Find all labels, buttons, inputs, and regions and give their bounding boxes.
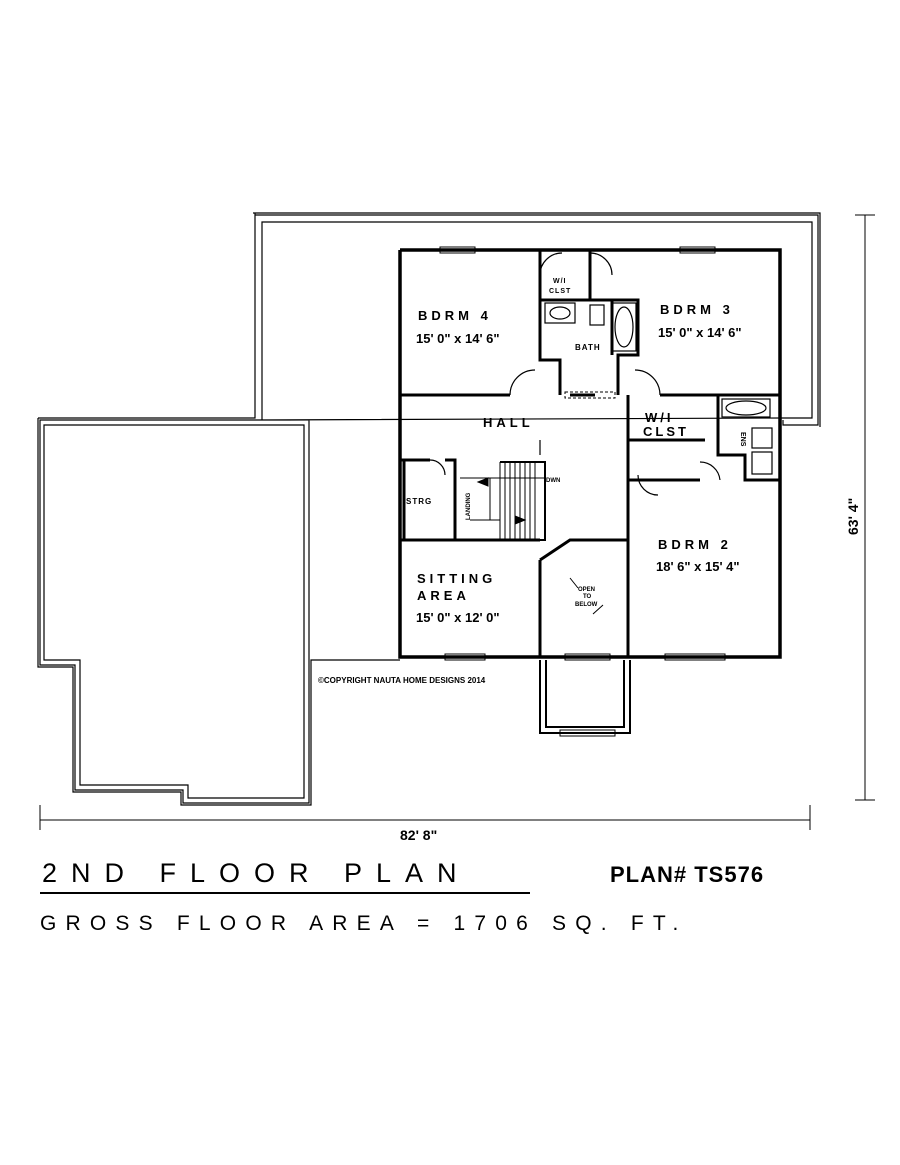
open-below-3: BELOW	[575, 602, 598, 608]
bdrm3-size: 15' 0" x 14' 6"	[658, 325, 742, 340]
stair	[460, 461, 546, 541]
wi-clst-right-1: W/I	[645, 410, 674, 425]
wi-clst-top-2: CLST	[549, 288, 571, 295]
roof-outline	[37, 212, 821, 806]
strg-label: STRG	[406, 497, 432, 506]
ens-label: ENS	[739, 432, 746, 447]
front-bay	[539, 660, 631, 734]
hall-label: HALL	[483, 415, 534, 430]
door-swings	[429, 252, 721, 496]
dimension-width: 82' 8"	[400, 827, 437, 843]
windows	[439, 246, 726, 737]
stair-arrows	[476, 477, 527, 525]
bath-label: BATH	[575, 343, 601, 352]
dimension-lines	[39, 214, 875, 830]
dwn-label: DWN	[546, 478, 560, 484]
copyright: ©COPYRIGHT NAUTA HOME DESIGNS 2014	[318, 676, 486, 685]
bdrm4-label: BDRM 4	[418, 308, 492, 323]
open-below-2: TO	[583, 594, 592, 600]
landing-label: LANDING	[466, 492, 472, 520]
fixtures	[544, 302, 773, 475]
sitting-label-2: AREA	[417, 588, 470, 603]
open-below-1: OPEN	[578, 587, 595, 593]
dimension-depth: 63' 4"	[845, 498, 861, 535]
sitting-label-1: SITTING	[417, 571, 496, 586]
exterior-walls	[398, 248, 782, 659]
bdrm4-size: 15' 0" x 14' 6"	[416, 331, 500, 346]
bdrm3-label: BDRM 3	[660, 302, 734, 317]
bdrm2-label: BDRM 2	[658, 537, 732, 552]
sitting-size: 15' 0" x 12' 0"	[416, 610, 500, 625]
wi-clst-right-2: CLST	[643, 424, 689, 439]
bdrm2-size: 18' 6" x 15' 4"	[656, 559, 740, 574]
wi-clst-top-1: W/I	[553, 278, 567, 285]
